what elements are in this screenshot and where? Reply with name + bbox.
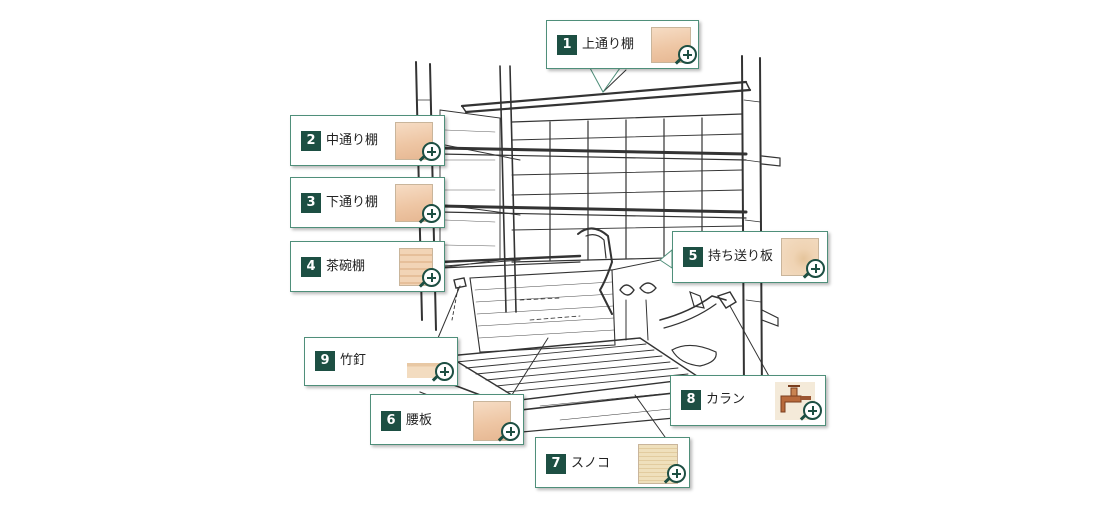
zoom-in-icon[interactable] — [418, 204, 441, 224]
callout-label: カラン — [706, 392, 746, 407]
zoom-in-icon[interactable] — [418, 268, 441, 288]
callout-teabowl-shelf[interactable]: 4 茶碗棚 — [290, 241, 445, 292]
zoom-in-icon[interactable] — [431, 362, 454, 382]
zoom-in-icon[interactable] — [799, 401, 822, 421]
callout-number-badge: 1 — [557, 35, 577, 55]
callout-label: 茶碗棚 — [326, 259, 366, 274]
callout-label: 下通り棚 — [326, 195, 379, 210]
callout-label: 中通り棚 — [326, 133, 379, 148]
callout-number-badge: 3 — [301, 193, 321, 213]
callout-number-badge: 8 — [681, 390, 701, 410]
callout-number-badge: 4 — [301, 257, 321, 277]
faucet-icon — [780, 385, 811, 413]
callout-upper-shelf[interactable]: 1 上通り棚 — [546, 20, 699, 69]
callout-label: 竹釘 — [340, 353, 367, 368]
zoom-in-icon[interactable] — [663, 464, 686, 484]
faucet-thumbnail — [775, 382, 815, 420]
callout-number-badge: 6 — [381, 411, 401, 431]
callout-label: 上通り棚 — [582, 37, 635, 52]
callout-bamboo-nail[interactable]: 9 竹釘 — [304, 337, 458, 386]
callout-middle-shelf[interactable]: 2 中通り棚 — [290, 115, 445, 166]
callout-label: 腰板 — [406, 413, 433, 428]
zoom-in-icon[interactable] — [674, 45, 697, 65]
callout-number-badge: 7 — [546, 454, 566, 474]
callout-lower-shelf[interactable]: 3 下通り棚 — [290, 177, 445, 228]
callout-number-badge: 9 — [315, 351, 335, 371]
callout-slatted-floor[interactable]: 7 スノコ — [535, 437, 690, 488]
callout-faucet[interactable]: 8 カラン — [670, 375, 826, 426]
callout-wainscot[interactable]: 6 腰板 — [370, 394, 524, 445]
callout-label: 持ち送り板 — [708, 249, 774, 264]
wood-thumbnail — [395, 122, 433, 160]
callout-bracket-board[interactable]: 5 持ち送り板 — [672, 231, 828, 283]
zoom-in-icon[interactable] — [497, 422, 520, 442]
zoom-in-icon[interactable] — [418, 142, 441, 162]
callout-label: スノコ — [571, 456, 611, 471]
zoom-in-icon[interactable] — [802, 259, 825, 279]
callout-number-badge: 2 — [301, 131, 321, 151]
callout-number-badge: 5 — [683, 247, 703, 267]
